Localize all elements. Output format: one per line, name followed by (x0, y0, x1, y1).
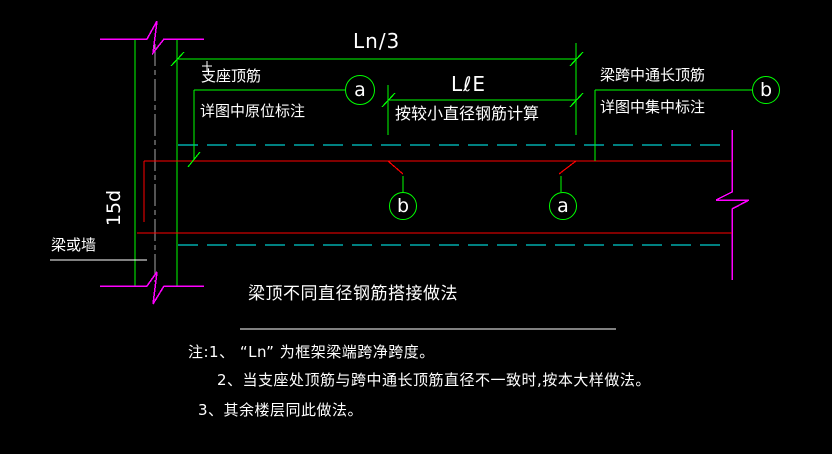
bubble-top-b: b (752, 76, 780, 104)
break-line-bottom-icon (100, 271, 204, 305)
lap-calc-note-label: 按较小直径钢筋计算 (395, 104, 540, 123)
bar-b-end-crank-line (387, 160, 404, 175)
bubble-top-a: a (345, 75, 375, 105)
break-line-right-icon (715, 130, 750, 280)
bubble-top-a-letter: a (354, 79, 366, 101)
bubble-bottom-a-letter: a (557, 195, 569, 217)
dim-ln3-tick-left-icon (170, 51, 185, 67)
midspan-bar-label-line1: 梁跨中通长顶筋 (600, 66, 706, 84)
bubble-bottom-a: a (549, 192, 577, 220)
beam-or-wall-label: 梁或墙 (51, 236, 97, 254)
bubble-bottom-b-letter: b (396, 195, 410, 217)
note-line-1: 注:1、 “Ln” 为框架梁端跨净跨度。 (188, 343, 435, 361)
bubble-top-b-letter: b (759, 79, 773, 101)
hook-15d-label: 15d (103, 189, 125, 227)
bar-a-end-crank-line (558, 160, 577, 175)
bubble-bottom-b: b (389, 192, 417, 220)
note-line-3: 3、其余楼层同此做法。 (198, 401, 364, 419)
dim-ln3-label: Ln/3 (353, 29, 401, 53)
midspan-bar-label-line2: 详图中集中标注 (600, 98, 706, 116)
support-bar-leader-tick-icon (187, 151, 201, 168)
drawing-title: 梁顶不同直径钢筋搭接做法 (248, 284, 458, 304)
dim-lle-tick-right-icon (569, 92, 584, 108)
point-marker-cross-icon (202, 61, 212, 71)
dim-lle-label: LℓE (451, 72, 487, 96)
note-line-2: 2、当支座处顶筋与跨中通长顶筋直径不一致时,按本大样做法。 (217, 371, 651, 389)
support-bar-label-line2: 详图中原位标注 (200, 102, 306, 120)
support-bar-label-line1: 支座顶筋 (201, 67, 262, 85)
break-line-top-icon (100, 20, 204, 56)
